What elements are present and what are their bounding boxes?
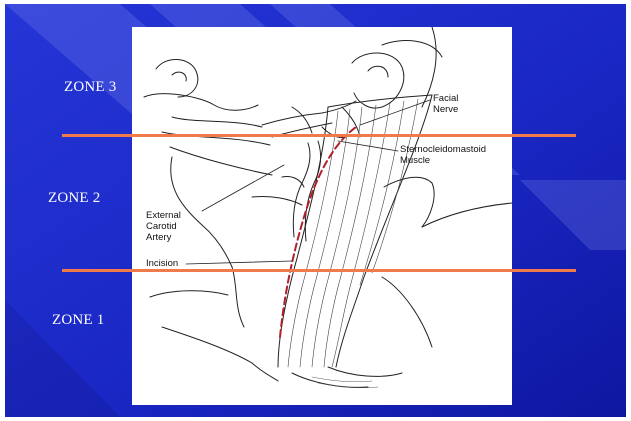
- zone-2-label: ZONE 2: [48, 190, 100, 207]
- neck-anatomy-illustration: Facial Nerve Sternocleidomastoid Muscle …: [132, 27, 512, 405]
- zone-boundary-upper: [62, 134, 576, 137]
- zone-3-label: ZONE 3: [64, 79, 116, 96]
- facial-nerve-label: Facial Nerve: [433, 93, 458, 115]
- zone-1-label: ZONE 1: [52, 312, 104, 329]
- zone-boundary-lower: [62, 269, 576, 272]
- incision-label: Incision: [146, 258, 178, 269]
- external-carotid-artery-label: External Carotid Artery: [146, 210, 181, 243]
- neck-drawing: [132, 27, 512, 405]
- scm-muscle-label: Sternocleidomastoid Muscle: [400, 144, 486, 166]
